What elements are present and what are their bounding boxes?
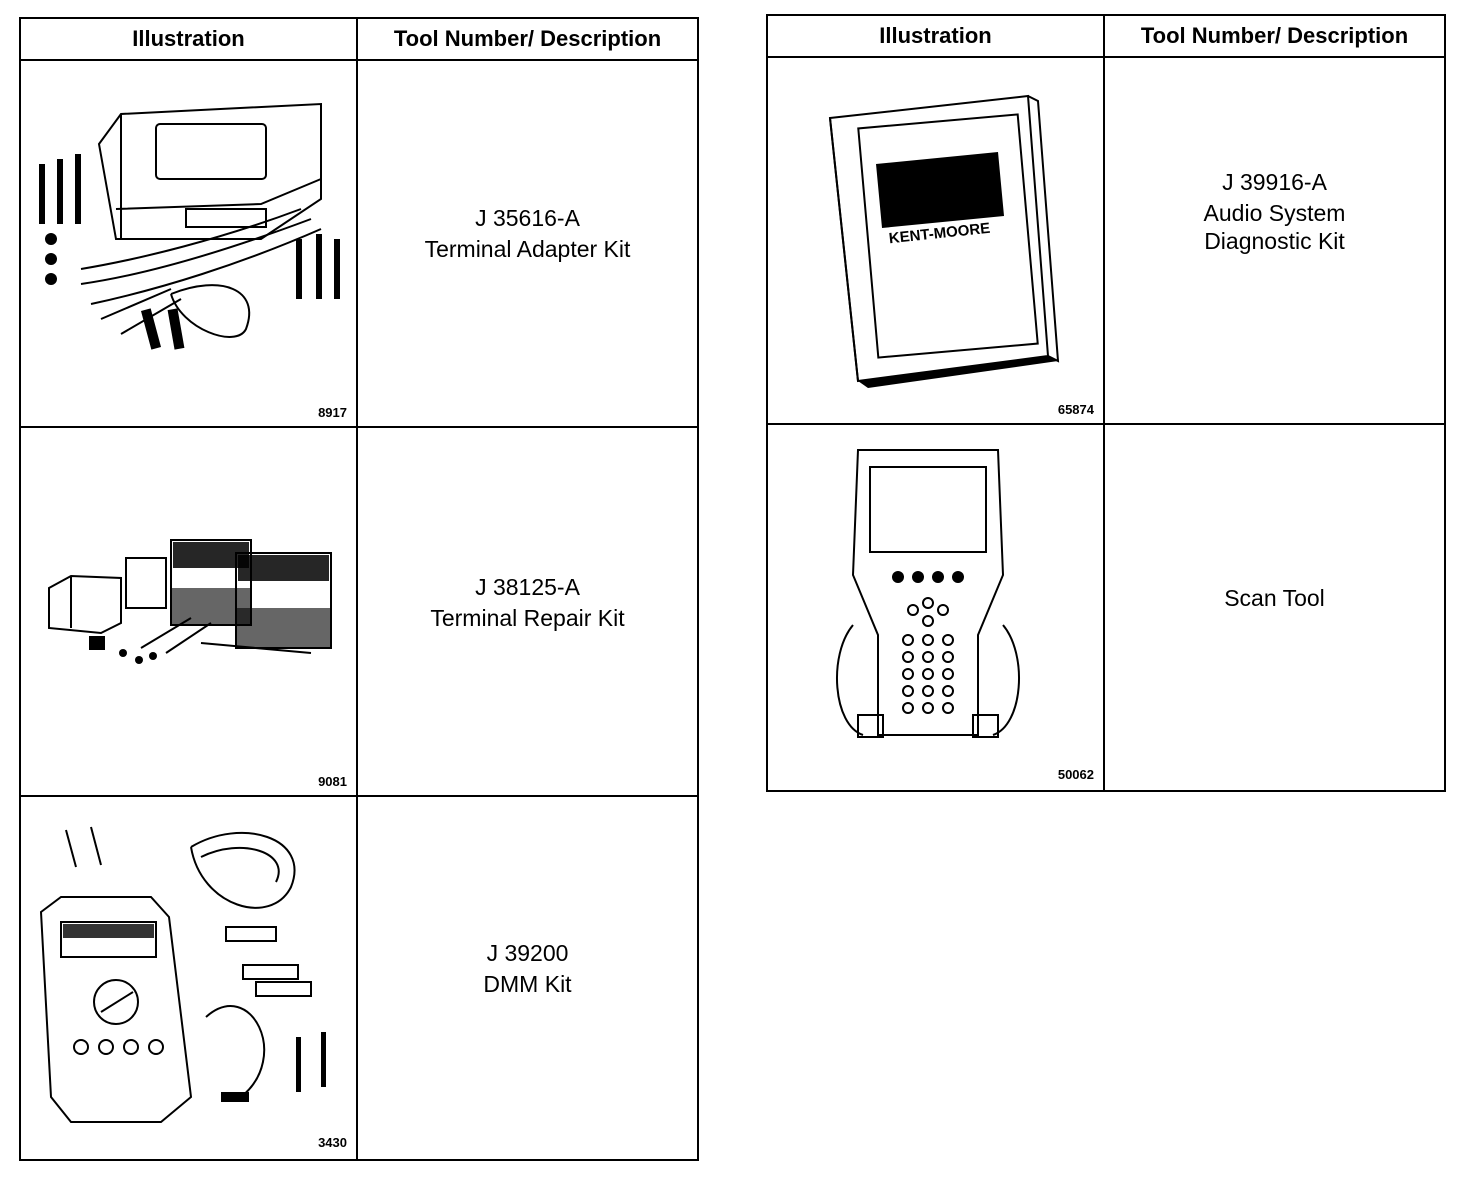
illustration-cell: 50062: [768, 425, 1105, 790]
terminal-adapter-kit-illustration: 8917: [39, 102, 347, 420]
tool-description-header: Tool Number/ Description: [393, 26, 662, 51]
tool-description-cell: J 35616-A Terminal Adapter Kit: [358, 59, 697, 426]
illustration-cell: 9081: [21, 428, 358, 795]
tool-number: J 39916-A: [1222, 168, 1327, 195]
tool-description: DMM Kit: [483, 971, 572, 997]
tool-description-cell: Scan Tool: [1105, 425, 1444, 790]
tool-description-header: Tool Number/ Description: [1140, 23, 1409, 48]
figure-number: 3430: [318, 1135, 347, 1150]
scan-tool-illustration: 50062: [836, 449, 1094, 782]
tool-description: Scan Tool: [1224, 585, 1325, 611]
illustration-cell: 8917: [21, 59, 358, 426]
tool-number: J 38125-A: [475, 573, 580, 600]
illustration-header: Illustration: [768, 16, 1105, 56]
terminal-repair-kit-illustration: 9081: [48, 539, 347, 789]
dmm-kit-illustration: 3430: [39, 826, 347, 1150]
audio-diagnostic-kit-manual-illustration: KENT-MOORE 65874: [828, 94, 1095, 417]
figure-number: 8917: [318, 405, 347, 420]
table-row: KENT-MOORE 65874 J 39916-A Audio System …: [768, 56, 1444, 425]
table-row: 50062 Scan Tool: [768, 425, 1444, 790]
tool-table-right: Illustration Tool Number/ Description KE…: [766, 14, 1446, 792]
illustration-header: Illustration: [21, 19, 358, 59]
illustration-cell: KENT-MOORE 65874: [768, 56, 1105, 423]
illustration-cell: 3430: [21, 797, 358, 1159]
table-row: 8917 J 35616-A Terminal Adapter Kit: [21, 59, 697, 428]
tool-description: Audio System: [1203, 199, 1346, 226]
figure-number: 9081: [318, 774, 347, 789]
table-row: 3430 J 39200 DMM Kit: [21, 797, 697, 1159]
figure-number: 65874: [1058, 402, 1095, 417]
tool-table-left: Illustration Tool Number/ Description: [19, 17, 699, 1161]
tool-description-cell: J 38125-A Terminal Repair Kit: [358, 428, 697, 795]
tool-description-cell: J 39916-A Audio System Diagnostic Kit: [1105, 56, 1444, 423]
table-header: Illustration Tool Number/ Description: [21, 19, 697, 61]
tool-description-cell: J 39200 DMM Kit: [358, 797, 697, 1159]
figure-number: 50062: [1058, 767, 1094, 782]
tool-number: J 39200: [486, 940, 569, 966]
tool-description: Terminal Repair Kit: [430, 604, 625, 631]
table-header: Illustration Tool Number/ Description: [768, 16, 1444, 58]
tool-number: J 35616-A: [475, 204, 580, 231]
tool-description: Diagnostic Kit: [1204, 227, 1345, 254]
tool-description: Terminal Adapter Kit: [424, 235, 631, 262]
table-row: 9081 J 38125-A Terminal Repair Kit: [21, 428, 697, 797]
